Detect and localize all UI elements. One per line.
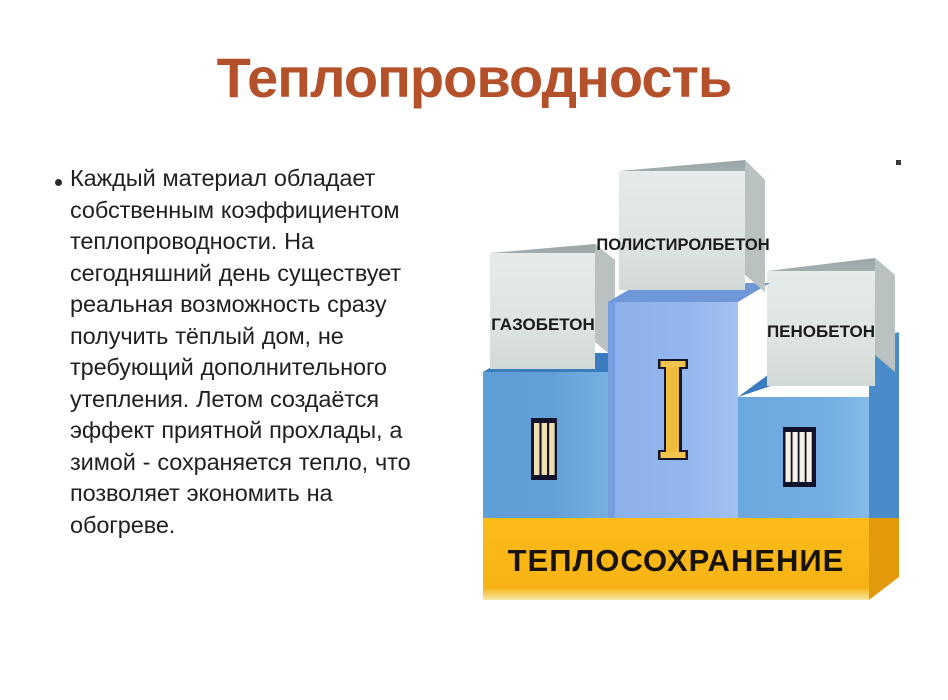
block-right: ПЕНОБЕТОН <box>767 258 895 386</box>
block-right-front-face <box>767 271 875 386</box>
radiator-icon-center <box>658 359 688 460</box>
block-left: ГАЗОБЕТОН <box>490 244 615 369</box>
block-right-side-face <box>875 258 895 372</box>
paragraph-text: Каждый материал обладает собственным коэ… <box>70 165 411 538</box>
body-text-block: Каждый материал обладает собственным коэ… <box>44 163 444 541</box>
base-front-face <box>483 518 869 600</box>
image-speck-artifact <box>896 160 901 165</box>
block-center-front-face <box>619 171 745 290</box>
right-pillar-side-face <box>869 332 899 518</box>
block-center: ПОЛИСТИРОЛБЕТОН <box>596 160 770 292</box>
base-plinth: ТЕПЛОСОХРАНЕНИЕ <box>483 494 899 600</box>
block-right-label: ПЕНОБЕТОН <box>767 322 875 341</box>
bullet-list-item: Каждый материал обладает собственным коэ… <box>44 163 444 541</box>
thermal-conductivity-diagram: ТЕПЛОСОХРАНЕНИЕ <box>455 140 925 600</box>
block-left-label: ГАЗОБЕТОН <box>491 315 595 334</box>
block-center-label: ПОЛИСТИРОЛБЕТОН <box>596 236 769 254</box>
base-side-face <box>869 494 899 600</box>
block-left-front-face <box>490 253 595 369</box>
radiator-icon-right <box>783 427 816 487</box>
page-title: Теплопроводность <box>216 46 733 109</box>
radiator-icon-left <box>531 418 557 480</box>
base-band-label: ТЕПЛОСОХРАНЕНИЕ <box>508 543 845 578</box>
center-pillar <box>608 283 770 518</box>
bullet-point-icon <box>44 163 70 191</box>
block-center-side-face <box>745 160 765 292</box>
